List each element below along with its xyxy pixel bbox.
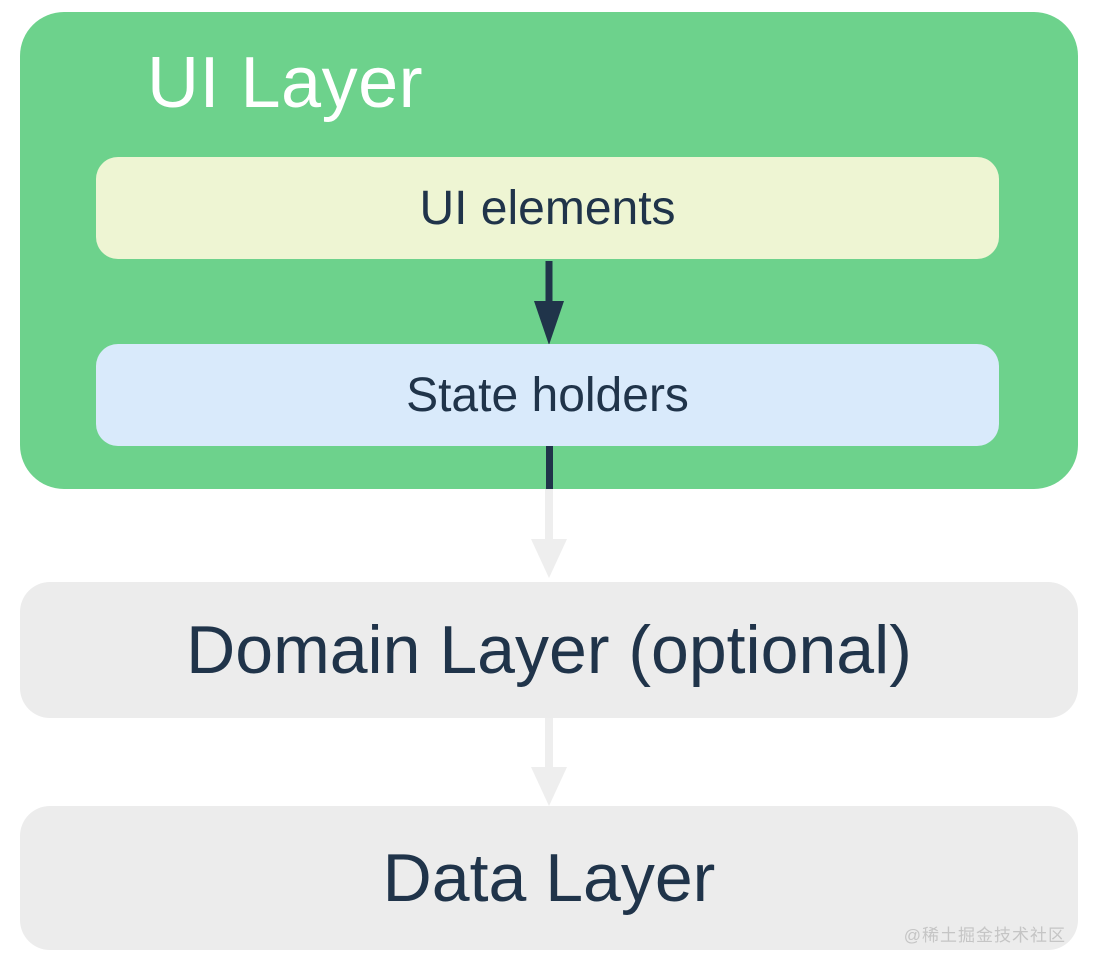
state-holders-label: State holders	[406, 368, 689, 422]
ui-layer-title: UI Layer	[147, 43, 424, 123]
arrow-down-light-icon	[531, 489, 567, 578]
arrow-down-light-icon	[531, 718, 567, 806]
data-layer-label: Data Layer	[382, 840, 716, 916]
arrow-down-dark-icon	[534, 261, 564, 345]
data-layer-box: Data Layer @稀土掘金技术社区	[20, 806, 1078, 950]
state-holders-box: State holders	[96, 344, 999, 446]
domain-layer-box: Domain Layer (optional)	[20, 582, 1078, 718]
ui-elements-box: UI elements	[96, 157, 999, 259]
watermark: @稀土掘金技术社区	[903, 926, 1066, 945]
ui-layer-container: UI Layer UI elements State holders	[20, 12, 1078, 489]
connector-line-dark	[546, 446, 553, 489]
ui-elements-label: UI elements	[419, 181, 676, 235]
domain-layer-label: Domain Layer (optional)	[186, 612, 912, 688]
